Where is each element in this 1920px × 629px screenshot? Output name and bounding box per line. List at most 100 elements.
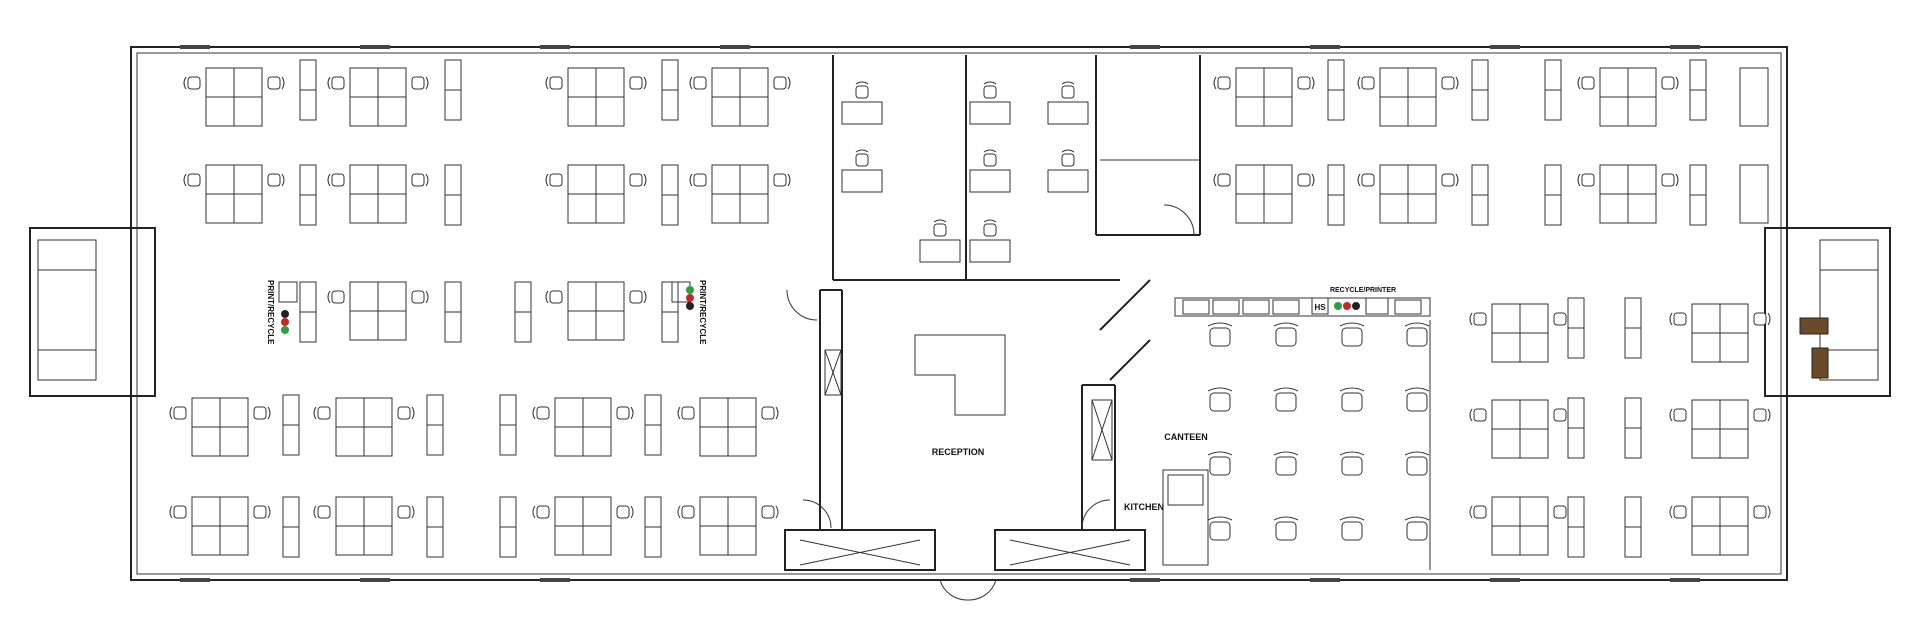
- chair-arm: [411, 406, 415, 420]
- chair-arm: [281, 173, 285, 187]
- canteen-chair: [1341, 392, 1363, 412]
- chair-back: [1404, 322, 1430, 327]
- chair-back: [1273, 387, 1299, 392]
- chair-arm: [643, 290, 647, 304]
- canteen-chair: [1275, 456, 1297, 476]
- chair-back: [1207, 387, 1233, 392]
- chair: [253, 505, 267, 519]
- cabinet: [1624, 496, 1642, 528]
- chair: [1361, 173, 1375, 187]
- chair: [411, 290, 425, 304]
- chair: [187, 76, 201, 90]
- cabinet: [644, 496, 662, 528]
- chair-arm: [1469, 408, 1473, 422]
- cabinet: [444, 89, 462, 121]
- canteen-chair: [1209, 327, 1231, 347]
- chair-back: [1273, 516, 1299, 521]
- chair: [411, 76, 425, 90]
- chair: [1753, 408, 1767, 422]
- counter-unit: [1212, 299, 1240, 315]
- cabinet: [644, 424, 662, 456]
- cabinet: [282, 526, 300, 558]
- cabinet: [514, 281, 532, 313]
- chair-arm: [267, 505, 271, 519]
- chair-back: [1339, 451, 1365, 456]
- chair-arm: [169, 505, 173, 519]
- chair-arm: [313, 505, 317, 519]
- chair-back: [1404, 516, 1430, 521]
- chair: [536, 505, 550, 519]
- cabinet: [1327, 164, 1345, 196]
- chair: [933, 223, 947, 237]
- cabinet: [661, 164, 679, 196]
- chair-arm: [1767, 408, 1771, 422]
- chair: [1441, 173, 1455, 187]
- chair-back: [1273, 451, 1299, 456]
- cabinet: [426, 424, 444, 456]
- chair: [629, 290, 643, 304]
- chair-arm: [411, 505, 415, 519]
- cabinet: [661, 59, 679, 91]
- cabinet: [426, 496, 444, 528]
- cabinet: [282, 496, 300, 528]
- chair-back: [1339, 322, 1365, 327]
- hs-sign: HS: [1314, 303, 1326, 312]
- cabinet: [644, 526, 662, 558]
- chair: [1361, 76, 1375, 90]
- chair: [855, 85, 869, 99]
- desk-clusters: [169, 59, 1771, 558]
- cabinet: [661, 311, 679, 343]
- chair-arm: [1767, 312, 1771, 326]
- cabinet: [1689, 194, 1707, 226]
- chair-arm: [643, 76, 647, 90]
- interior-walls: [784, 55, 1431, 601]
- cabinet: [1689, 89, 1707, 121]
- chair: [629, 76, 643, 90]
- cabinet: [1327, 194, 1345, 226]
- chair-back: [1404, 451, 1430, 456]
- cabinet: [299, 311, 317, 343]
- chair: [1673, 505, 1687, 519]
- chair: [397, 406, 411, 420]
- chair: [1061, 85, 1075, 99]
- print-recycle-left-label: PRINT/RECYCLE: [266, 280, 275, 345]
- cabinet: [299, 164, 317, 196]
- cabinet: [661, 89, 679, 121]
- cabinet: [299, 89, 317, 121]
- chair-arm: [983, 149, 997, 153]
- chair: [629, 173, 643, 187]
- cabinet: [499, 424, 517, 456]
- cabinet: [444, 281, 462, 313]
- chair: [331, 290, 345, 304]
- chair: [681, 406, 695, 420]
- chair-arm: [1061, 81, 1075, 85]
- chair: [317, 505, 331, 519]
- cabinet: [444, 59, 462, 91]
- chair-arm: [630, 505, 634, 519]
- chair-arm: [1675, 173, 1679, 187]
- cabinet: [644, 394, 662, 426]
- chair: [267, 173, 281, 187]
- chair-back: [1207, 322, 1233, 327]
- chair-arm: [545, 173, 549, 187]
- cabinet: [1471, 194, 1489, 226]
- chair-arm: [677, 406, 681, 420]
- desk: [841, 169, 883, 193]
- cabinet: [1689, 164, 1707, 196]
- chair-arm: [1669, 312, 1673, 326]
- chair-arm: [545, 76, 549, 90]
- desk: [1739, 67, 1769, 127]
- chair-arm: [281, 76, 285, 90]
- chair-arm: [630, 406, 634, 420]
- chair-arm: [169, 406, 173, 420]
- canteen-label: CANTEEN: [1164, 432, 1208, 442]
- chair: [693, 173, 707, 187]
- chair-back: [1404, 387, 1430, 392]
- cabinet: [514, 311, 532, 343]
- chair: [549, 290, 563, 304]
- cabinet: [282, 424, 300, 456]
- chair-arm: [1577, 173, 1581, 187]
- chair: [173, 505, 187, 519]
- chair-arm: [425, 76, 429, 90]
- cabinet: [1471, 89, 1489, 121]
